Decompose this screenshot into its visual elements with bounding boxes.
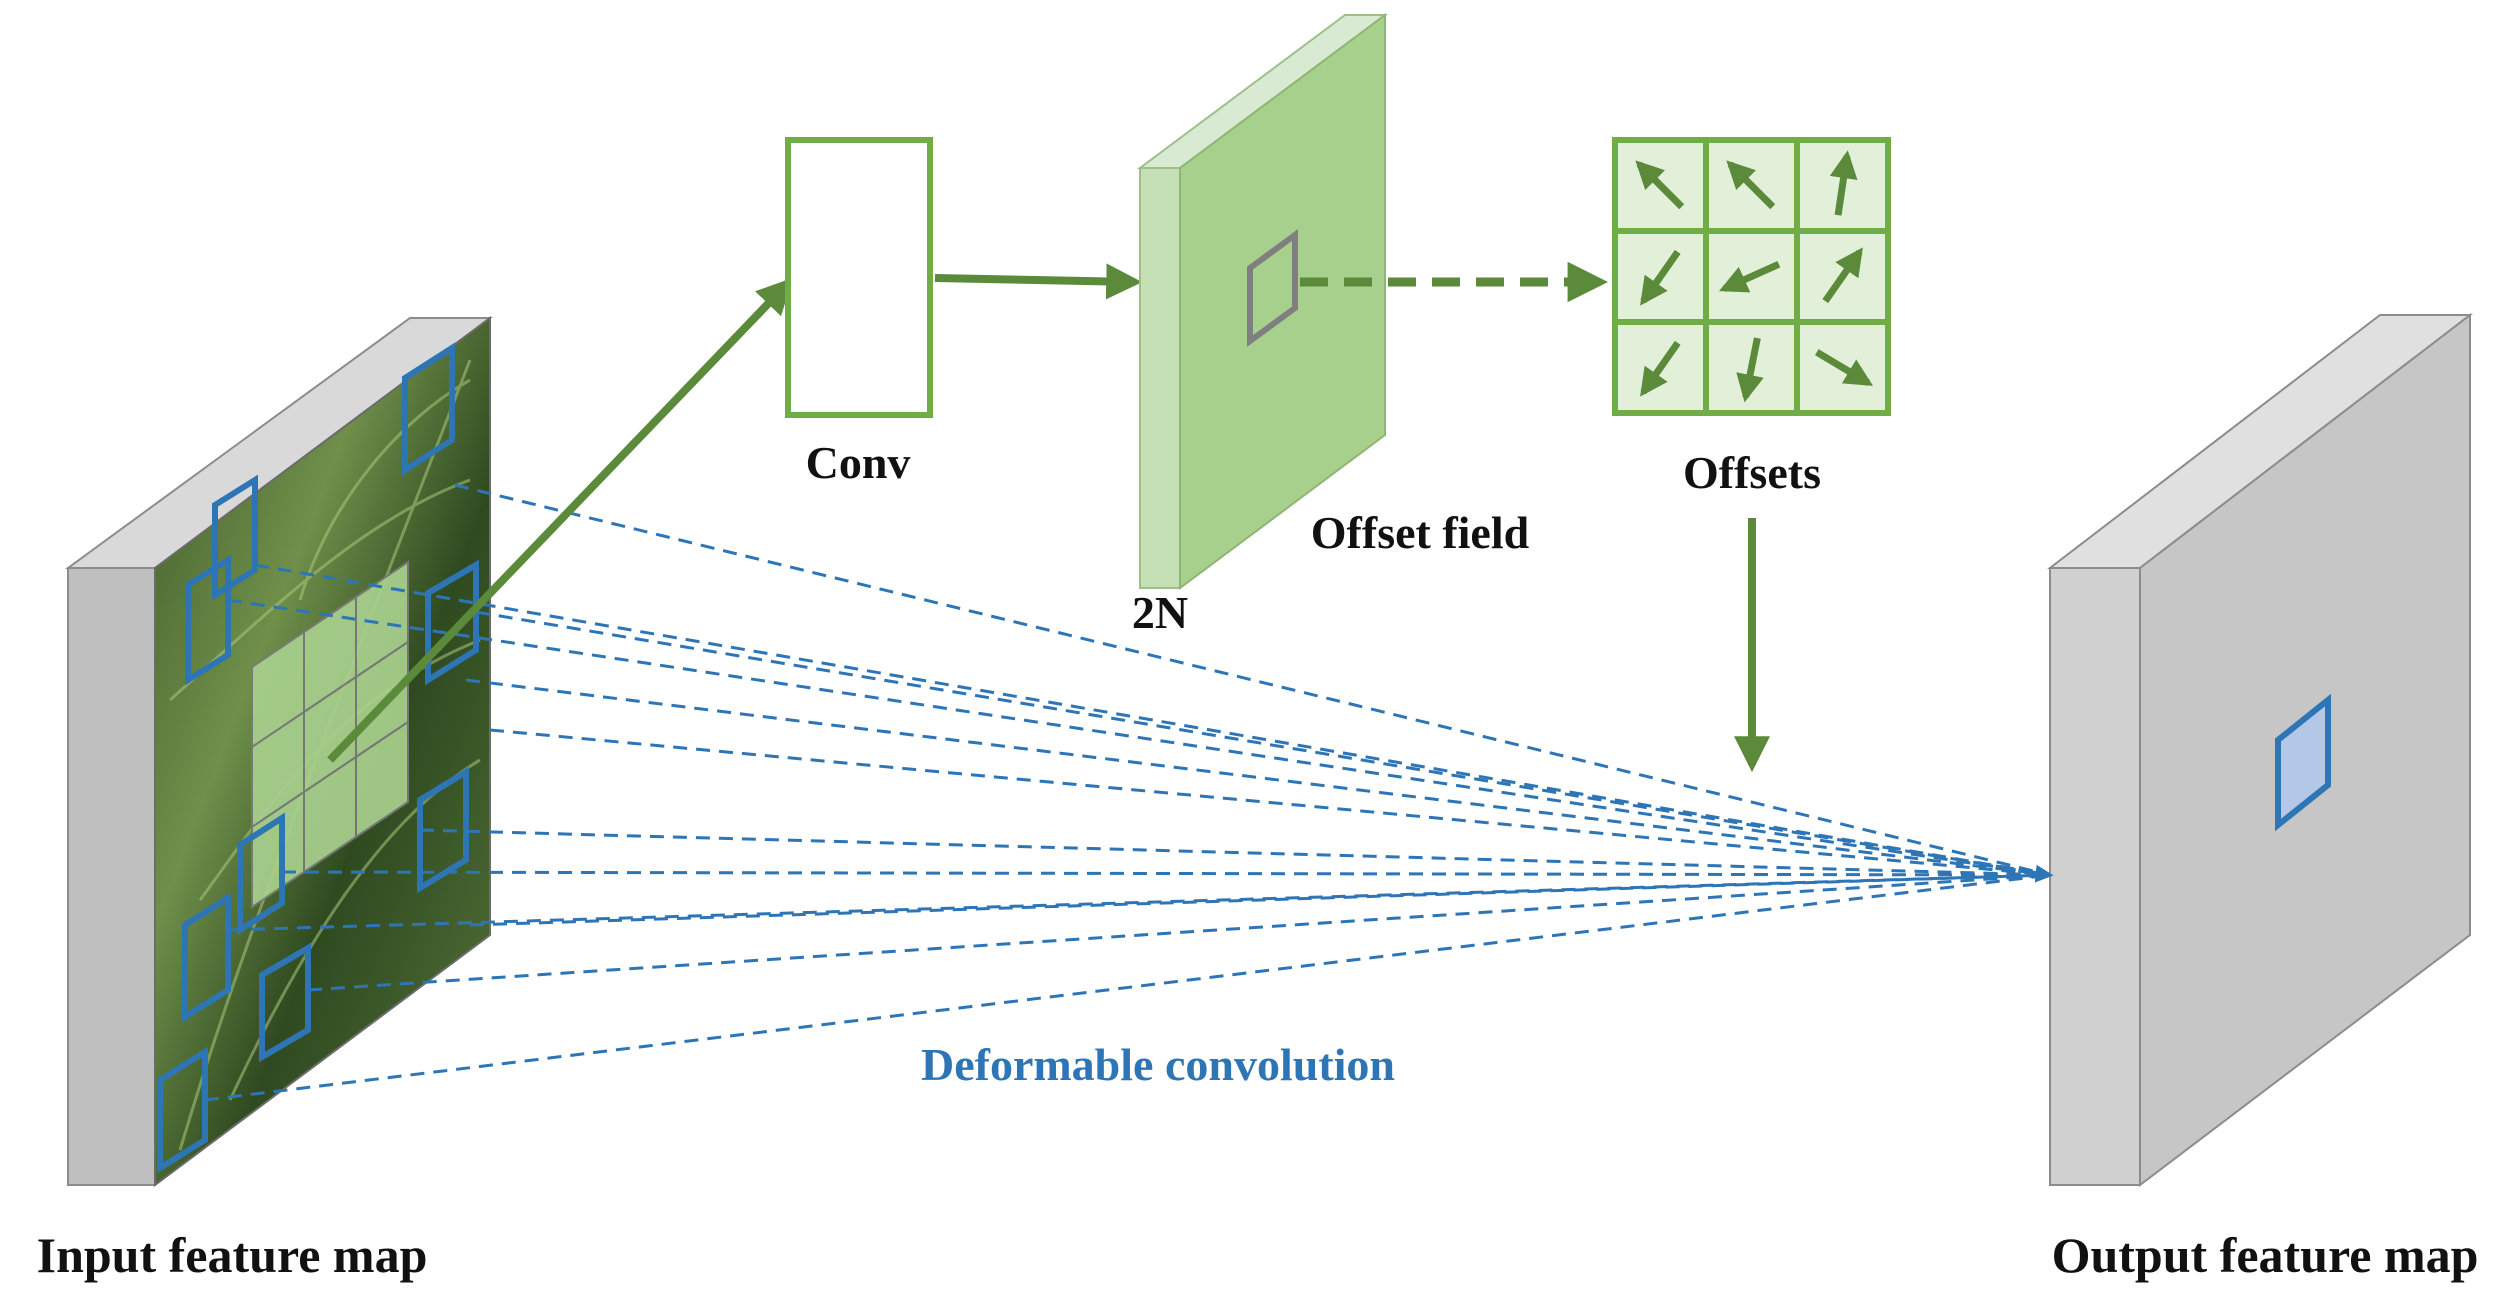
arrow-up-right-icon bbox=[1822, 247, 1863, 304]
offsets-grid bbox=[1612, 137, 1891, 416]
input-to-conv-arrow bbox=[327, 277, 793, 763]
output-feature-map bbox=[2047, 312, 2473, 1188]
offset-field-side bbox=[1139, 167, 1181, 589]
arrow-up-left-icon bbox=[1635, 160, 1685, 210]
input-feature-map bbox=[64, 316, 494, 1187]
offset-field-label: Offset field bbox=[1311, 507, 1530, 558]
conv-label: Conv bbox=[806, 437, 911, 488]
input-map-label: Input feature map bbox=[37, 1227, 428, 1283]
arrow-down-right-icon bbox=[1814, 349, 1874, 386]
output-map-label: Output feature map bbox=[2052, 1227, 2479, 1283]
offset-field-window bbox=[1247, 229, 1298, 347]
input-map-side bbox=[67, 567, 156, 1186]
output-map-side bbox=[2049, 567, 2141, 1186]
arrow-left-icon bbox=[1719, 260, 1781, 293]
arrow-up-icon bbox=[1829, 150, 1858, 216]
input-sample-boxes bbox=[157, 342, 479, 1174]
deformable-convolution-label: Deformable convolution bbox=[921, 1039, 1395, 1090]
conv-to-offset-field-arrow bbox=[934, 263, 1143, 300]
channels-label: 2N bbox=[1132, 587, 1188, 638]
offset-field-face bbox=[1179, 13, 1386, 590]
sampling-projections bbox=[204, 483, 2054, 1102]
offset-field bbox=[1136, 13, 1389, 590]
input-kernel-grid bbox=[251, 560, 409, 909]
output-pixel bbox=[2275, 693, 2331, 832]
offsets-label: Offsets bbox=[1683, 447, 1821, 498]
conv-block bbox=[785, 137, 933, 418]
arrow-up-left-icon bbox=[1726, 160, 1776, 210]
arrow-down-left-icon bbox=[1640, 340, 1681, 397]
arrow-down-icon bbox=[1736, 337, 1764, 403]
arrow-down-left-icon bbox=[1640, 249, 1681, 306]
